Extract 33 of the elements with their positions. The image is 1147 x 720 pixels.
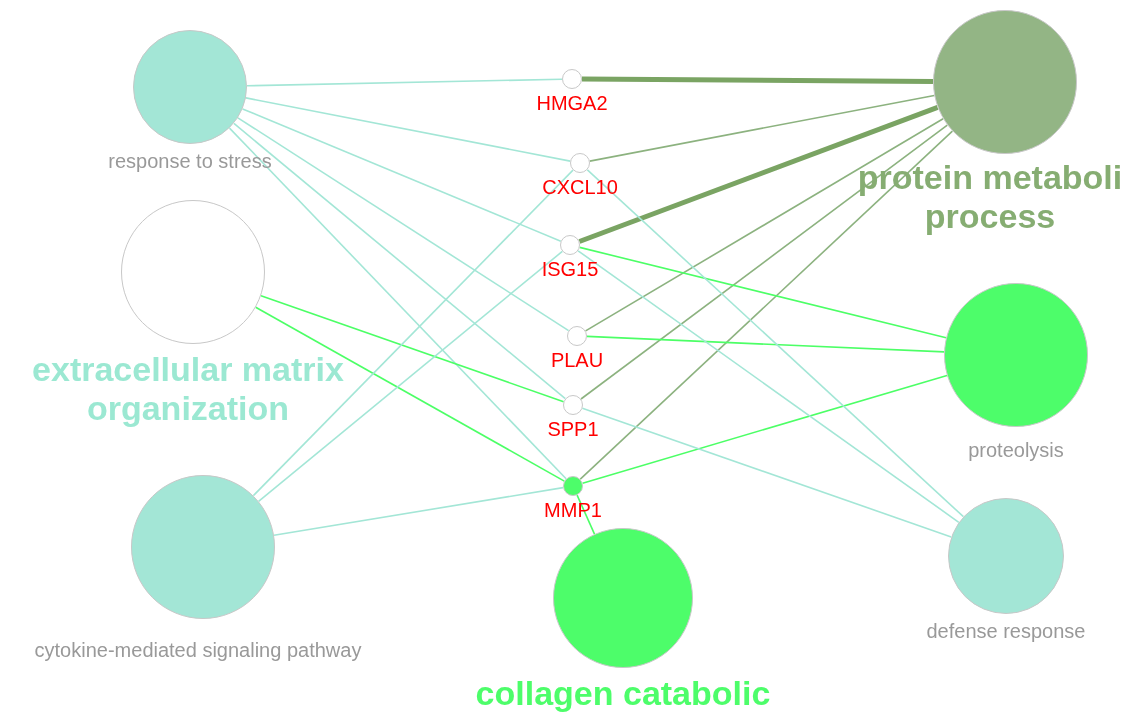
edge-line (254, 306, 566, 482)
term-label: proteolysis (968, 439, 1064, 462)
edge-line (245, 97, 571, 162)
edge-line (581, 374, 948, 484)
edge-line (579, 130, 954, 480)
edge-line (584, 117, 944, 332)
term-label: extracellular matrix organization (31, 350, 345, 429)
edge-line (577, 250, 960, 524)
edge-line (260, 295, 565, 403)
gene-label: PLAU (550, 349, 604, 372)
edge-line (233, 122, 567, 400)
gene-label: HMGA2 (536, 92, 608, 115)
edge-line (246, 78, 563, 87)
term-label: defense response (926, 620, 1086, 643)
edge-line (589, 94, 936, 162)
edge-line (586, 335, 945, 353)
gene-label: CXCL10 (542, 176, 618, 199)
edge-line (586, 169, 965, 518)
term-label: collagen catabolic (475, 674, 771, 714)
edge-line (241, 108, 562, 242)
edge-line (257, 250, 564, 503)
edge-line (237, 117, 570, 332)
thick-edge-line (581, 76, 934, 84)
edge-line (228, 127, 567, 480)
gene-label: ISG15 (541, 258, 599, 281)
edge-line (580, 124, 949, 400)
edge-line (578, 246, 947, 339)
edge-line (581, 407, 952, 538)
edge-line (273, 486, 564, 537)
thick-edge-line (578, 104, 939, 244)
gene-label: SPP1 (547, 418, 599, 441)
edge-line (252, 169, 574, 497)
term-label: cytokine-mediated signaling pathway (34, 639, 362, 662)
